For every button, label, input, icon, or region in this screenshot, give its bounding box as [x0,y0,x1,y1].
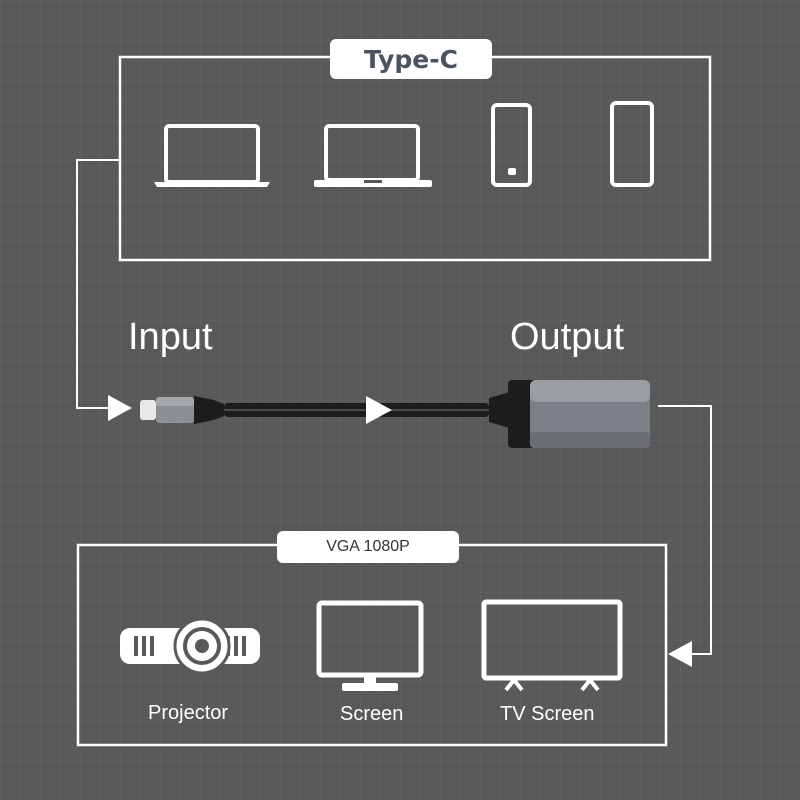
input-arrow-icon [108,395,132,421]
phone-icon [610,101,654,187]
type-c-label: Type-C [330,39,492,79]
projector-label: Projector [148,702,229,724]
output-arrow-icon [668,641,692,667]
monitor-icon [316,600,424,691]
usb-c-adapter [140,380,650,448]
output-label: Output [510,316,625,358]
vga-box-outline [76,543,668,747]
screen-label: Screen [340,703,404,725]
type-c-box-outline [118,55,712,262]
projector-icon [120,617,260,675]
tv-icon [481,599,623,692]
laptop-icon [154,124,270,187]
tv-screen-label: TV Screen [500,703,595,725]
cable-arrow-icon [366,396,392,424]
input-connector-line [76,159,120,409]
output-connector-line [658,405,712,655]
input-label: Input [128,316,213,358]
vga-1080p-label: VGA 1080P [277,531,459,563]
macbook-icon [314,124,432,187]
phone-icon [491,103,532,187]
